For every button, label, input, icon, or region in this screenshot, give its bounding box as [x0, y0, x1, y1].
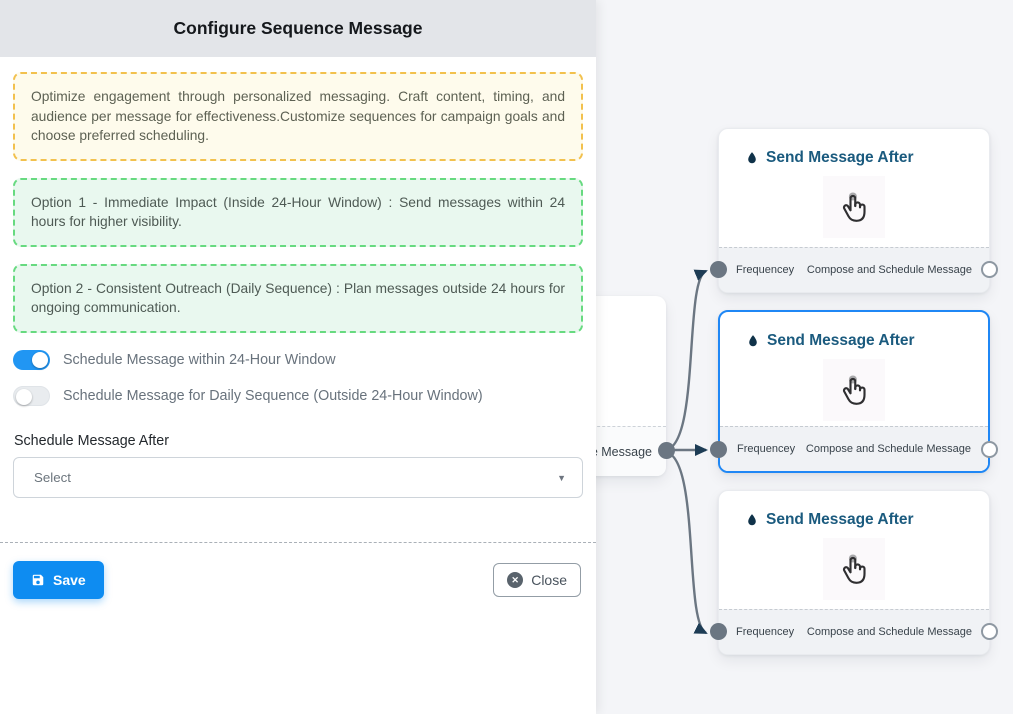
toggle-knob: [16, 388, 32, 405]
schedule-after-label: Schedule Message After: [14, 433, 169, 450]
node-footer: Frequencey Compose and Schedule Message: [720, 426, 988, 471]
chevron-down-icon: ▼: [557, 472, 566, 483]
node-footer: Frequencey Compose and Schedule Message: [719, 609, 989, 654]
water-drop-icon: [748, 152, 756, 164]
configure-sequence-panel: Configure Sequence Message Optimize enga…: [0, 0, 596, 714]
node-title: Send Message After: [766, 511, 914, 528]
toggle-daily-sequence[interactable]: [13, 386, 50, 407]
node-footer: Frequencey Compose and Schedule Message: [719, 247, 989, 292]
compose-handle-label: Compose and Schedule Message: [806, 626, 972, 638]
input-handle[interactable]: [710, 623, 727, 640]
node-header: Send Message After: [719, 129, 989, 167]
tap-icon-box[interactable]: [823, 176, 885, 238]
node-title: Send Message After: [766, 149, 914, 166]
toggle-24h-label: Schedule Message within 24-Hour Window: [63, 352, 336, 369]
compose-handle-label: Compose and Schedule Message: [806, 264, 972, 276]
frequency-handle-label: Frequencey: [736, 264, 795, 276]
close-button[interactable]: ✕ Close: [493, 563, 581, 598]
send-message-after-node-1[interactable]: Send Message After Frequencey Compose an…: [710, 128, 998, 293]
node-header: Send Message After: [720, 312, 988, 350]
intro-alert: Optimize engagement through personalized…: [13, 72, 583, 161]
close-label: Close: [531, 572, 567, 589]
output-handle[interactable]: [981, 441, 998, 458]
compose-handle-label: Compose and Schedule Message: [805, 443, 971, 455]
node-title: Send Message After: [767, 332, 915, 349]
panel-footer: Save ✕ Close: [13, 561, 581, 600]
intro-text: Optimize engagement through personalized…: [31, 89, 565, 144]
send-message-after-node-3[interactable]: Send Message After Frequencey Compose an…: [710, 490, 998, 655]
footer-divider: [0, 542, 596, 544]
send-message-after-node-2-selected[interactable]: Send Message After Frequencey Compose an…: [710, 310, 998, 473]
save-disk-icon: [32, 574, 44, 586]
save-label: Save: [53, 572, 86, 589]
panel-title: Configure Sequence Message: [173, 18, 423, 38]
select-placeholder: Select: [34, 470, 71, 486]
panel-header: Configure Sequence Message: [0, 0, 596, 57]
option-1-alert: Option 1 - Immediate Impact (Inside 24-H…: [13, 177, 583, 247]
toggle-row-24h: Schedule Message within 24-Hour Window: [13, 350, 583, 371]
input-handle[interactable]: [710, 261, 727, 278]
option-2-alert: Option 2 - Consistent Outreach (Daily Se…: [13, 263, 583, 334]
node-header: Send Message After: [719, 491, 989, 529]
frequency-handle-label: Frequencey: [737, 443, 796, 455]
hand-tap-icon: [842, 554, 866, 584]
hand-tap-icon: [842, 192, 866, 222]
input-handle[interactable]: [710, 441, 727, 458]
option-2-text: Option 2 - Consistent Outreach (Daily Se…: [31, 280, 565, 316]
frequency-handle-label: Frequencey: [736, 626, 795, 638]
water-drop-icon: [748, 514, 756, 526]
output-handle[interactable]: [981, 261, 998, 278]
tap-icon-box[interactable]: [823, 538, 885, 600]
toggle-daily-label: Schedule Message for Daily Sequence (Out…: [63, 388, 483, 405]
edge-to-bottom-card: [665, 450, 708, 635]
close-icon: ✕: [507, 572, 524, 589]
toggle-24h-window[interactable]: [13, 350, 50, 371]
toggle-knob: [32, 352, 48, 369]
output-handle[interactable]: [981, 623, 998, 640]
toggle-row-daily: Schedule Message for Daily Sequence (Out…: [13, 386, 583, 407]
source-output-handle[interactable]: [658, 442, 675, 459]
save-button[interactable]: Save: [13, 561, 104, 600]
hand-tap-icon: [842, 375, 866, 405]
option-1-text: Option 1 - Immediate Impact (Inside 24-H…: [31, 194, 565, 230]
edge-to-top-card: [665, 269, 708, 452]
source-node-label: ce Message: [584, 444, 652, 459]
water-drop-icon: [749, 335, 757, 347]
schedule-after-select[interactable]: Select ▼: [13, 457, 583, 499]
tap-icon-box[interactable]: [823, 359, 885, 421]
